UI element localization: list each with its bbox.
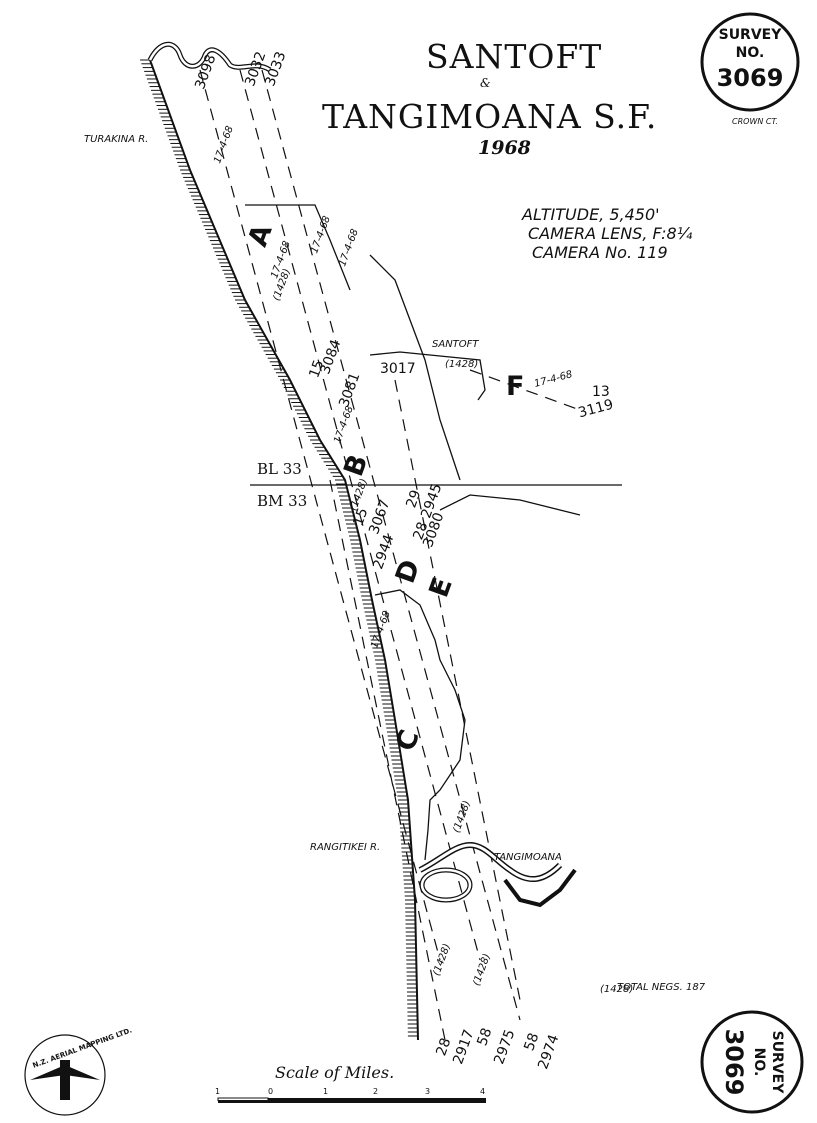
survey-stamp-bottom: SURVEY NO. 3069 xyxy=(702,1012,802,1112)
lens-note: CAMERA LENS, F:8¼ xyxy=(528,224,693,243)
flight-lines xyxy=(199,69,581,1041)
coast-hatch-marks xyxy=(140,59,418,1037)
rangitikei-river xyxy=(418,841,577,908)
scale-tick: 3 xyxy=(425,1087,431,1096)
survey-stamp-circle xyxy=(700,12,800,112)
map-year: 1968 xyxy=(478,137,531,159)
photo-number: 3017 xyxy=(380,361,416,377)
place-turakina: TURAKINA R. xyxy=(84,134,149,145)
total-negatives: TOTAL NEGS. 187 xyxy=(617,982,706,993)
photo-number: 13 xyxy=(592,384,610,400)
roads xyxy=(245,204,581,861)
place-tangimoana: TANGIMOANA xyxy=(494,852,562,863)
survey-stamp-bottom-no: NO. xyxy=(751,1047,767,1077)
logo-plane xyxy=(30,1060,100,1100)
sheet-label-bl33: BL 33 xyxy=(257,460,302,478)
camera-note: CAMERA No. 119 xyxy=(532,243,668,262)
survey-stamp-no: NO. xyxy=(735,45,765,61)
map-title-ampersand: & xyxy=(480,76,491,90)
place-santoft: SANTOFT xyxy=(432,339,479,350)
sheet-label-bm33: BM 33 xyxy=(257,492,308,510)
scale-tick: 2 xyxy=(373,1087,379,1096)
survey-stamp-bottom-number: 3069 xyxy=(720,1028,748,1096)
map-title-line1: SANTOFT xyxy=(426,37,603,76)
survey-stamp-number: 3069 xyxy=(716,64,784,92)
scale-tick: 1 xyxy=(215,1087,221,1096)
ref-label: (1428) xyxy=(445,359,479,370)
crown-copyright: CROWN CT. xyxy=(732,117,778,126)
scale-label: Scale of Miles. xyxy=(275,1063,395,1082)
survey-stamp-top: SURVEY NO. 3069 xyxy=(702,14,798,110)
survey-stamp-bottom-label: SURVEY xyxy=(769,1030,785,1094)
survey-stamp-label: SURVEY xyxy=(718,27,782,43)
logo-circle xyxy=(24,1034,106,1116)
place-rangitikei: RANGITIKEI R. xyxy=(310,842,381,853)
scale-tick: 4 xyxy=(480,1087,486,1096)
altitude-note: ALTITUDE, 5,450' xyxy=(522,205,660,224)
ref-label: (1428) xyxy=(600,984,634,995)
scale-bar xyxy=(217,1097,486,1103)
scale-tick: 0 xyxy=(268,1087,274,1096)
map-title-line2: TANGIMOANA S.F. xyxy=(322,97,658,136)
survey-stamp-bottom-circle xyxy=(700,1010,804,1114)
scale-tick: 1 xyxy=(323,1087,329,1096)
flight-line-f: F xyxy=(506,371,525,402)
